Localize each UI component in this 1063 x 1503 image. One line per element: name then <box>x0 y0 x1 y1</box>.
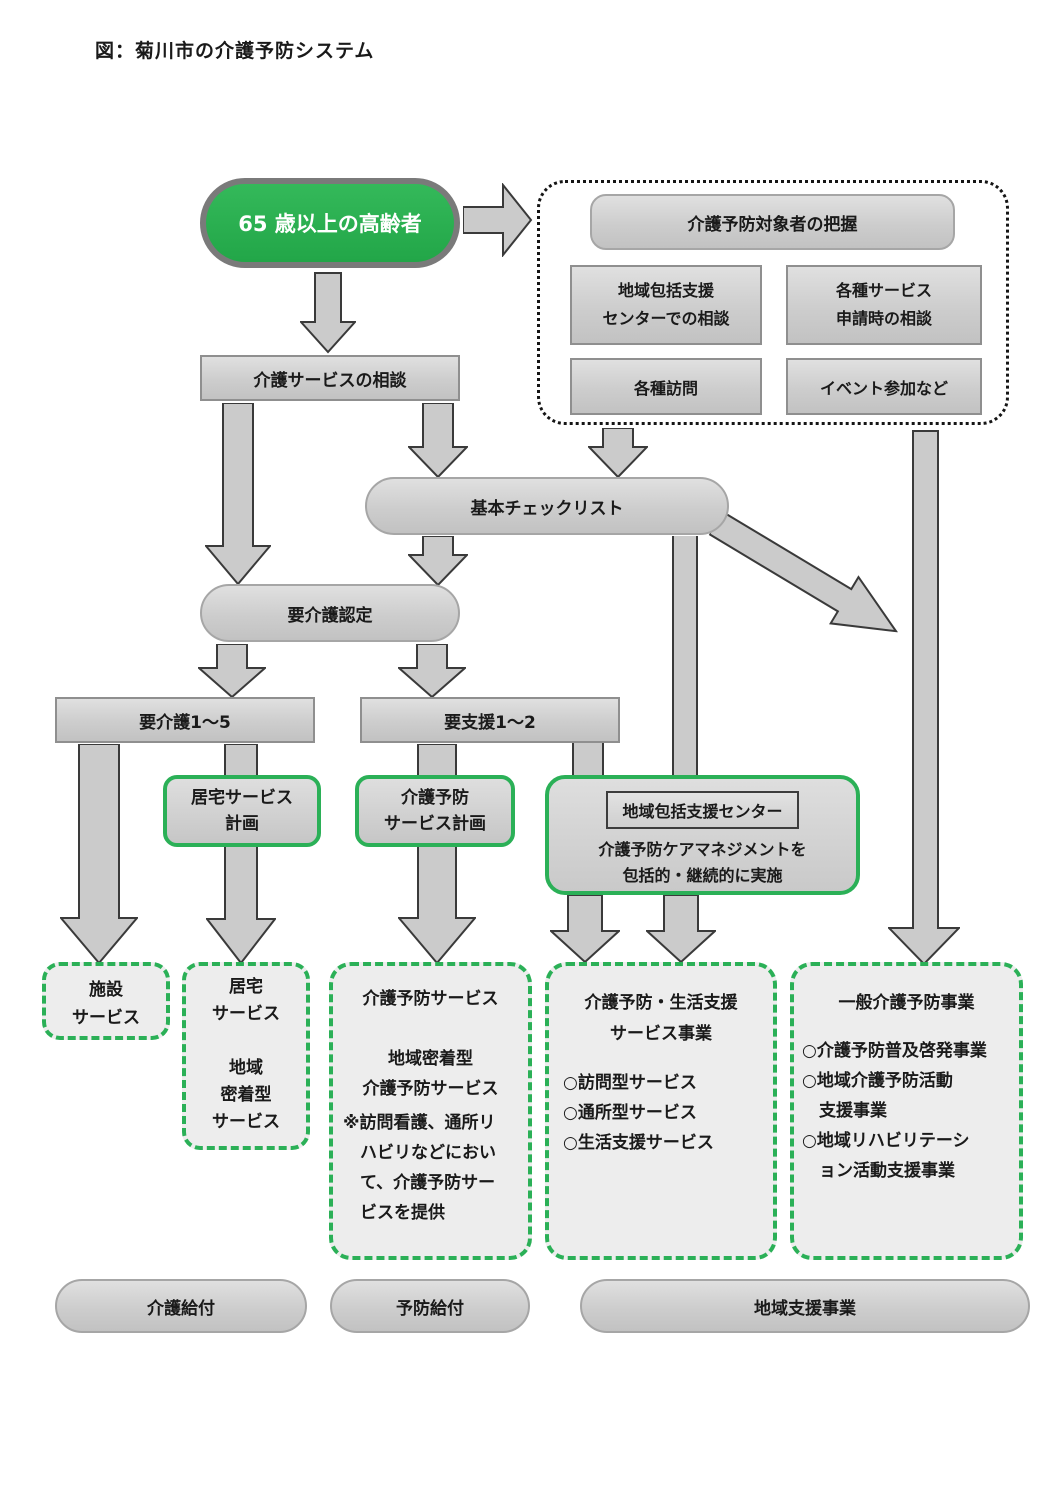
node-basic-checklist: 基本チェックリスト <box>365 477 729 535</box>
prevention-service-note: ※訪問看護、通所リ ハビリなどにおい て、介護予防サー ビスを提供 <box>343 1113 496 1223</box>
node-facility-service: 施設 サービス <box>42 962 170 1040</box>
arrow-carelevel-to-homeservice-icon <box>206 744 276 964</box>
node-prevention-service: 介護予防サービス 地域密着型 介護予防サービス ※訪問看護、通所リ ハビリなどに… <box>329 962 532 1260</box>
prevention-service-main: 介護予防サービス 地域密着型 介護予防サービス <box>362 989 499 1099</box>
life-support-title: 介護予防・生活支援 サービス事業 <box>584 993 738 1044</box>
node-grasp-item-visits: 各種訪問 <box>570 358 762 415</box>
arrow-checklist-to-general-icon <box>701 498 913 657</box>
arrow-checklist-to-certification-icon <box>408 536 468 586</box>
node-care-certification: 要介護認定 <box>200 584 460 642</box>
footer-care-benefit: 介護給付 <box>55 1279 307 1333</box>
arrow-center-to-lifesupport-right-icon <box>646 895 716 963</box>
arrow-grasp-to-checklist-icon <box>588 428 648 478</box>
node-grasp-item-application-consult: 各種サービス 申請時の相談 <box>786 265 982 345</box>
arrow-center-to-lifesupport-left-icon <box>550 895 620 963</box>
node-life-support-service: 介護予防・生活支援 サービス事業 ○訪問型サービス ○通所型サービス ○生活支援… <box>545 962 777 1260</box>
connector-checklist-to-center <box>672 536 698 778</box>
footer-prevention-benefit: 予防給付 <box>330 1279 530 1333</box>
connector-supportlevel-to-center <box>572 742 604 778</box>
node-grasp-item-center-consult: 地域包括支援 センターでの相談 <box>570 265 762 345</box>
life-support-items: ○訪問型サービス ○通所型サービス ○生活支援サービス <box>563 1073 714 1153</box>
community-support-center-title: 地域包括支援センター <box>606 791 799 829</box>
node-care-service-consult: 介護サービスの相談 <box>200 355 460 401</box>
node-prevention-service-plan: 介護予防 サービス計画 <box>355 775 515 847</box>
footer-community-support: 地域支援事業 <box>580 1279 1030 1333</box>
arrow-grasp-to-general-icon <box>888 430 960 966</box>
node-support-level-1-2: 要支援1～2 <box>360 697 620 743</box>
arrow-senior-to-grasp-icon <box>463 183 533 257</box>
general-prevention-items: ○介護予防普及啓発事業 ○地域介護予防活動 支援事業 ○地域リハビリテーシ ョン… <box>802 1041 987 1181</box>
node-home-community-service: 居宅 サービス 地域 密着型 サービス <box>182 962 310 1150</box>
arrow-certification-to-carelevel-icon <box>198 644 266 698</box>
node-general-prevention: 一般介護予防事業 ○介護予防普及啓発事業 ○地域介護予防活動 支援事業 ○地域リ… <box>790 962 1023 1260</box>
node-grasp-header: 介護予防対象者の把握 <box>590 194 955 250</box>
general-prevention-title: 一般介護予防事業 <box>838 993 975 1013</box>
arrow-certification-to-supportlevel-icon <box>398 644 466 698</box>
arrow-carelevel-to-facility-icon <box>60 744 138 964</box>
arrow-senior-to-consult-icon <box>300 272 356 354</box>
node-care-level-1-5: 要介護1～5 <box>55 697 315 743</box>
community-support-center-desc: 介護予防ケアマネジメントを 包括的・継続的に実施 <box>598 840 807 885</box>
node-home-service-plan: 居宅サービス 計画 <box>163 775 321 847</box>
node-grasp-item-events: イベント参加など <box>786 358 982 415</box>
node-community-support-center: 地域包括支援センター 介護予防ケアマネジメントを 包括的・継続的に実施 <box>545 775 860 895</box>
arrow-consult-to-checklist-icon <box>408 403 468 478</box>
arrow-consult-to-certification-icon <box>205 403 271 585</box>
page-title: 図：菊川市の介護予防システム <box>95 40 375 62</box>
node-senior-65plus: 65 歳以上の高齢者 <box>200 178 460 268</box>
